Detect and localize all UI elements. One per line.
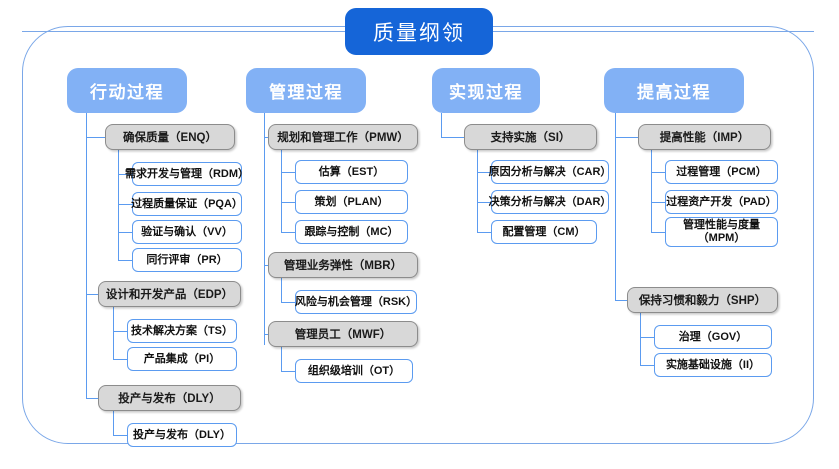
leaf-box-c0-g0-l3[interactable]: 同行评审（PR） (132, 248, 242, 272)
stub-c1-g1 (264, 265, 268, 266)
stub-c2-g0-l1 (477, 202, 491, 203)
leaf-box-c0-g1-l0[interactable]: 技术解决方案（TS） (127, 319, 237, 343)
subtrunk-c1-g2 (281, 347, 282, 371)
group-box-c0-g0[interactable]: 确保质量（ENQ） (105, 124, 235, 150)
subtrunk-c2-g0 (477, 150, 478, 232)
stub-c0-g0-l0 (118, 174, 132, 175)
subtrunk-c0-g2 (113, 411, 114, 435)
group-box-c1-g2[interactable]: 管理员工（MWF） (268, 321, 418, 347)
leaf-box-c1-g0-l0[interactable]: 估算（EST） (295, 160, 408, 184)
stub-c3-g1-l1 (640, 365, 654, 366)
subtrunk-c1-g0 (281, 150, 282, 232)
category-header-3[interactable]: 提高过程 (604, 68, 744, 113)
stub-c3-g0-l0 (651, 172, 665, 173)
category-header-2[interactable]: 实现过程 (432, 68, 540, 113)
trunk-c3 (615, 113, 616, 300)
subtrunk-c0-g1 (113, 307, 114, 359)
stub-c3-g1-l0 (640, 337, 654, 338)
leaf-box-c3-g0-l0[interactable]: 过程管理（PCM） (665, 160, 778, 184)
leaf-box-c3-g1-l1[interactable]: 实施基础设施（II） (654, 353, 772, 377)
leaf-box-c1-g2-l0[interactable]: 组织级培训（OT） (295, 359, 413, 383)
stub-c1-g2 (264, 334, 268, 335)
stub-c1-g0 (264, 137, 268, 138)
stub-c3-g1 (615, 300, 627, 301)
subtrunk-c3-g0 (651, 150, 652, 232)
subtrunk-c3-g1 (640, 313, 641, 365)
leaf-box-c2-g0-l0[interactable]: 原因分析与解决（CAR） (489, 160, 611, 184)
leaf-box-c0-g1-l1[interactable]: 产品集成（PI） (127, 347, 237, 371)
group-box-c2-g0[interactable]: 支持实施（SI） (464, 124, 597, 150)
leaf-box-c2-g0-l2[interactable]: 配置管理（CM） (491, 220, 597, 244)
trunk-c2 (441, 113, 442, 137)
leaf-box-c0-g0-l0[interactable]: 需求开发与管理（RDM） (125, 162, 249, 186)
stub-c0-g1-l1 (113, 359, 127, 360)
category-header-0[interactable]: 行动过程 (67, 68, 187, 113)
category-header-1[interactable]: 管理过程 (246, 68, 366, 113)
stub-c1-g0-l1 (281, 202, 295, 203)
stub-c3-g0 (615, 137, 638, 138)
leaf-box-c1-g0-l1[interactable]: 策划（PLAN） (295, 190, 408, 214)
subtrunk-c1-g1 (281, 278, 282, 302)
subtrunk-c0-g0 (118, 150, 119, 260)
leaf-box-c0-g0-l2[interactable]: 验证与确认（VV） (132, 220, 242, 244)
stub-c2-g0-l0 (477, 172, 491, 173)
group-box-c1-g1[interactable]: 管理业务弹性（MBR） (268, 252, 418, 278)
stub-c3-g0-l1 (651, 202, 665, 203)
leaf-box-c0-g2-l0[interactable]: 投产与发布（DLY） (127, 423, 237, 447)
stub-c0-g0-l1 (118, 204, 132, 205)
leaf-box-c1-g1-l0[interactable]: 风险与机会管理（RSK） (295, 290, 417, 314)
leaf-box-c3-g0-l1[interactable]: 过程资产开发（PAD） (665, 190, 778, 214)
stub-c0-g1-l0 (113, 331, 127, 332)
stub-c1-g0-l0 (281, 172, 295, 173)
group-box-c3-g1[interactable]: 保持习惯和毅力（SHP） (627, 287, 778, 313)
stub-c3-g0-l2 (651, 232, 665, 233)
trunk-c0 (86, 113, 87, 398)
group-box-c3-g0[interactable]: 提高性能（IMP） (638, 124, 771, 150)
stub-c2-g0 (441, 137, 464, 138)
leaf-box-c3-g0-l2[interactable]: 管理性能与度量（MPM） (665, 217, 778, 247)
stub-c0-g2-l0 (113, 435, 127, 436)
group-box-c1-g0[interactable]: 规划和管理工作（PMW） (268, 124, 418, 150)
leaf-box-c3-g1-l0[interactable]: 治理（GOV） (654, 325, 772, 349)
leaf-box-c0-g0-l1[interactable]: 过程质量保证（PQA） (131, 192, 243, 216)
stub-c0-g0-l2 (118, 232, 132, 233)
stub-c1-g2-l0 (281, 371, 295, 372)
group-box-c0-g2[interactable]: 投产与发布（DLY） (98, 385, 241, 411)
leaf-box-c1-g0-l2[interactable]: 跟踪与控制（MC） (295, 220, 408, 244)
group-box-c0-g1[interactable]: 设计和开发产品（EDP） (98, 281, 241, 307)
stub-c0-g0-l3 (118, 260, 132, 261)
root-title: 质量纲领 (345, 8, 493, 55)
stub-c0-g1 (86, 294, 98, 295)
stub-c1-g1-l0 (281, 302, 295, 303)
stub-c0-g2 (86, 398, 98, 399)
leaf-box-c2-g0-l1[interactable]: 决策分析与解决（DAR） (489, 190, 611, 214)
trunk-c1 (264, 113, 265, 345)
stub-c2-g0-l2 (477, 232, 491, 233)
stub-c1-g0-l2 (281, 232, 295, 233)
stub-c0-g0 (86, 137, 105, 138)
